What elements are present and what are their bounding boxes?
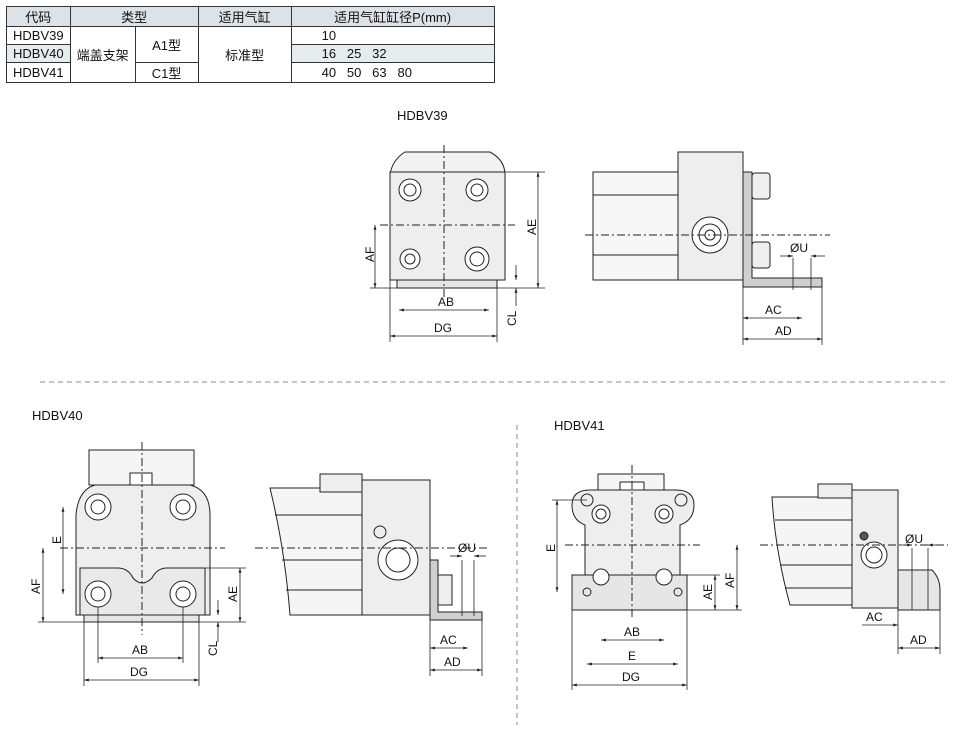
table-row: HDBV39 端盖支架 A1型 标准型 10: [6, 26, 495, 83]
header-code: 代码: [6, 6, 71, 27]
dim-ad-hdbv40: AD: [444, 655, 461, 669]
hdbv40-side-dimensions: [429, 554, 486, 676]
hdbv41-front-dimensions: [552, 499, 742, 690]
hdbv41-front-view: [565, 465, 700, 620]
hdbv39-front-dimensions: [370, 171, 545, 342]
hdbv40-front-view: [60, 442, 225, 635]
dim-e-hdbv40: E: [50, 536, 64, 544]
cell-type-a: A1型: [134, 26, 199, 63]
dim-af-hdbv40: AF: [29, 579, 43, 594]
section-title-hdbv40: HDBV40: [32, 408, 83, 423]
table-header-row: 代码 类型 适用气缸 适用气缸缸径P(mm): [6, 6, 495, 27]
table-row: HDBV41 C1型 40 50 63 80: [6, 62, 495, 83]
dim-ab-hdbv41: AB: [624, 625, 640, 639]
dim-u-hdbv41: ØU: [905, 532, 923, 546]
table-row: HDBV40 16 25 32: [6, 44, 495, 63]
dim-ad-hdbv39: AD: [775, 324, 792, 338]
dim-af-hdbv39: AF: [363, 247, 377, 262]
section-title-hdbv41: HDBV41: [554, 418, 605, 433]
dim-ae-hdbv39: AE: [525, 219, 539, 235]
section-title-hdbv39: HDBV39: [397, 108, 448, 123]
hdbv39-front-view: [380, 145, 515, 300]
spec-table: 代码 类型 适用气缸 适用气缸缸径P(mm) HDBV39 端盖支架 A1型 标…: [6, 6, 495, 83]
hdbv41-side-view: [760, 483, 948, 611]
dim-ab-hdbv39: AB: [438, 295, 454, 309]
dim-cl-hdbv40: CL: [206, 640, 220, 656]
dim-ad-hdbv41: AD: [910, 633, 927, 647]
hdbv39-side-dimensions: [742, 254, 825, 345]
dim-e2-hdbv41: E: [628, 649, 636, 663]
dim-dg-hdbv40: DG: [130, 665, 148, 679]
cell-code: HDBV40: [6, 44, 71, 63]
cell-code: HDBV41: [6, 62, 71, 83]
hdbv41-side-dimensions: [862, 543, 941, 654]
dim-u-hdbv39: ØU: [790, 241, 808, 255]
dim-dg-hdbv41: DG: [622, 670, 640, 684]
dim-u-hdbv40: ØU: [458, 541, 476, 555]
dim-e-hdbv41: E: [544, 544, 558, 552]
header-cylinder: 适用气缸: [197, 6, 292, 27]
dim-dg-hdbv39: DG: [434, 321, 452, 335]
dim-ab-hdbv40: AB: [132, 643, 148, 657]
hdbv39-side-view: [585, 151, 830, 288]
dim-ac-hdbv41: AC: [866, 610, 883, 624]
cell-cylinder: 标准型: [197, 26, 292, 83]
dim-ac-hdbv40: AC: [440, 633, 457, 647]
cell-diameters: 40 50 63 80: [290, 62, 495, 83]
cell-type-main: 端盖支架: [69, 26, 136, 83]
cell-type-c: C1型: [134, 62, 199, 83]
header-type: 类型: [69, 6, 199, 27]
cell-diameters: 16 25 32: [290, 44, 495, 63]
hdbv40-side-view: [255, 473, 490, 621]
hdbv40-front-dimensions: [38, 507, 246, 686]
dim-ae-hdbv41: AE: [701, 584, 715, 600]
dim-ae-hdbv40: AE: [226, 586, 240, 602]
dim-af-hdbv41: AF: [723, 573, 737, 588]
dim-ac-hdbv39: AC: [765, 303, 782, 317]
dim-cl-hdbv39: CL: [505, 310, 519, 326]
